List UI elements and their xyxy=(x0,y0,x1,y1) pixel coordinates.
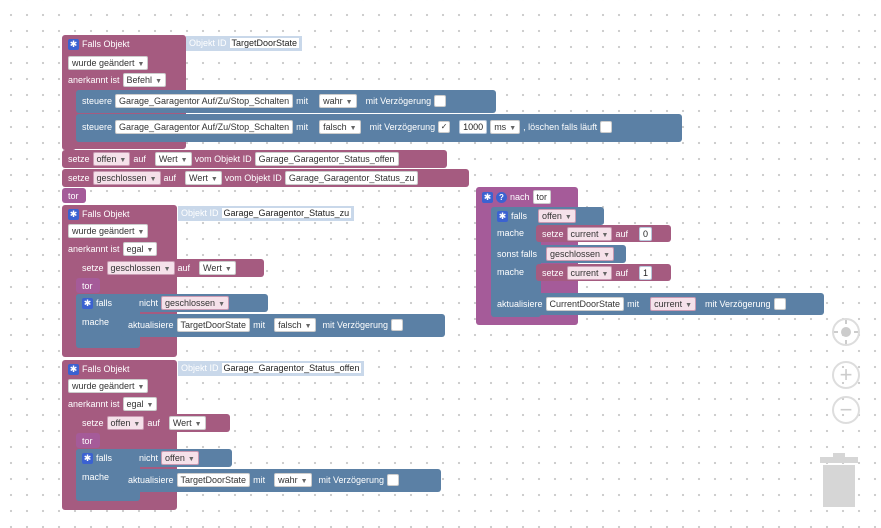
wert-dropdown[interactable]: Wert▼ xyxy=(199,261,236,275)
gear-icon[interactable]: ✱ xyxy=(82,297,93,309)
steuere-target-dropdown[interactable]: Garage_Garagentor Auf/Zu/Stop_Schalten xyxy=(115,94,294,108)
falls-objekt-header: ✱ Falls Objekt xyxy=(68,38,130,50)
variable-dropdown[interactable]: geschlossen▼ xyxy=(92,171,161,185)
trigger-dropdown[interactable]: wurde geändert▼ xyxy=(68,379,149,393)
wert-dropdown[interactable]: Wert▼ xyxy=(154,152,192,166)
variable-dropdown[interactable]: geschlossen▼ xyxy=(106,261,175,275)
value-dropdown[interactable]: wahr▼ xyxy=(319,94,357,108)
help-icon[interactable]: ? xyxy=(496,191,507,203)
condition-variable[interactable]: geschlossen▼ xyxy=(161,296,230,310)
steuere-target-dropdown[interactable]: Garage_Garagentor Auf/Zu/Stop_Schalten xyxy=(115,120,294,134)
call-tor-block[interactable] xyxy=(62,188,86,203)
trash-icon[interactable] xyxy=(818,453,860,509)
procedure-name-field[interactable]: tor xyxy=(532,190,552,204)
value-dropdown[interactable]: falsch▼ xyxy=(274,318,316,332)
target-icon[interactable] xyxy=(832,318,860,346)
zoom-in-button[interactable]: + xyxy=(832,361,860,389)
target-field[interactable]: TargetDoorState xyxy=(176,473,251,487)
verzoegerung-checkbox[interactable] xyxy=(773,298,786,310)
condition-variable[interactable]: offen▼ xyxy=(538,209,576,223)
delay-input[interactable]: 1000 xyxy=(459,120,488,134)
verzoegerung-checkbox[interactable] xyxy=(391,319,404,331)
unit-dropdown[interactable]: ms▼ xyxy=(490,120,521,134)
gear-icon[interactable]: ✱ xyxy=(68,208,79,220)
loeschen-checkbox[interactable] xyxy=(600,121,613,133)
value-dropdown[interactable]: falsch▼ xyxy=(319,120,361,134)
anerkannt-dropdown[interactable]: egal▼ xyxy=(122,242,158,256)
number-input[interactable]: 0 xyxy=(638,227,652,241)
variable-dropdown[interactable]: offen▼ xyxy=(92,152,131,166)
anerkannt-dropdown[interactable]: Befehl▼ xyxy=(122,73,166,87)
trigger-dropdown[interactable]: wurde geändert▼ xyxy=(68,224,149,238)
zoom-out-button[interactable]: − xyxy=(832,396,860,424)
verzoegerung-checkbox[interactable] xyxy=(387,474,400,486)
trigger-dropdown[interactable]: wurde geändert▼ xyxy=(68,56,149,70)
call-tor-block[interactable] xyxy=(76,433,100,448)
gear-icon[interactable]: ✱ xyxy=(482,191,493,203)
call-tor-block[interactable] xyxy=(76,278,100,293)
variable-dropdown[interactable]: offen▼ xyxy=(106,416,145,430)
variable-dropdown[interactable]: current▼ xyxy=(566,266,613,280)
verzoegerung-checkbox[interactable] xyxy=(434,95,447,107)
number-input[interactable]: 1 xyxy=(638,266,652,280)
condition-variable[interactable]: offen▼ xyxy=(161,451,199,465)
gear-icon[interactable]: ✱ xyxy=(82,452,93,464)
anerkannt-dropdown[interactable]: egal▼ xyxy=(122,397,158,411)
wert-dropdown[interactable]: Wert▼ xyxy=(185,171,222,185)
verzoegerung-checkbox[interactable]: ✓ xyxy=(438,121,451,133)
gear-icon[interactable]: ✱ xyxy=(68,38,79,50)
object-id-field[interactable]: Garage_Garagentor_Status_offen xyxy=(254,152,399,166)
wert-dropdown[interactable]: Wert▼ xyxy=(168,416,206,430)
target-field[interactable]: TargetDoorState xyxy=(176,318,251,332)
variable-dropdown[interactable]: current▼ xyxy=(566,227,613,241)
gear-icon[interactable]: ✱ xyxy=(68,363,79,375)
gear-icon[interactable]: ✱ xyxy=(497,210,508,222)
condition-variable[interactable]: geschlossen▼ xyxy=(546,247,615,261)
value-dropdown[interactable]: wahr▼ xyxy=(274,473,312,487)
target-field[interactable]: CurrentDoorState xyxy=(545,297,625,311)
object-id-field[interactable]: Garage_Garagentor_Status_zu xyxy=(284,171,419,185)
value-variable[interactable]: current▼ xyxy=(650,297,697,311)
